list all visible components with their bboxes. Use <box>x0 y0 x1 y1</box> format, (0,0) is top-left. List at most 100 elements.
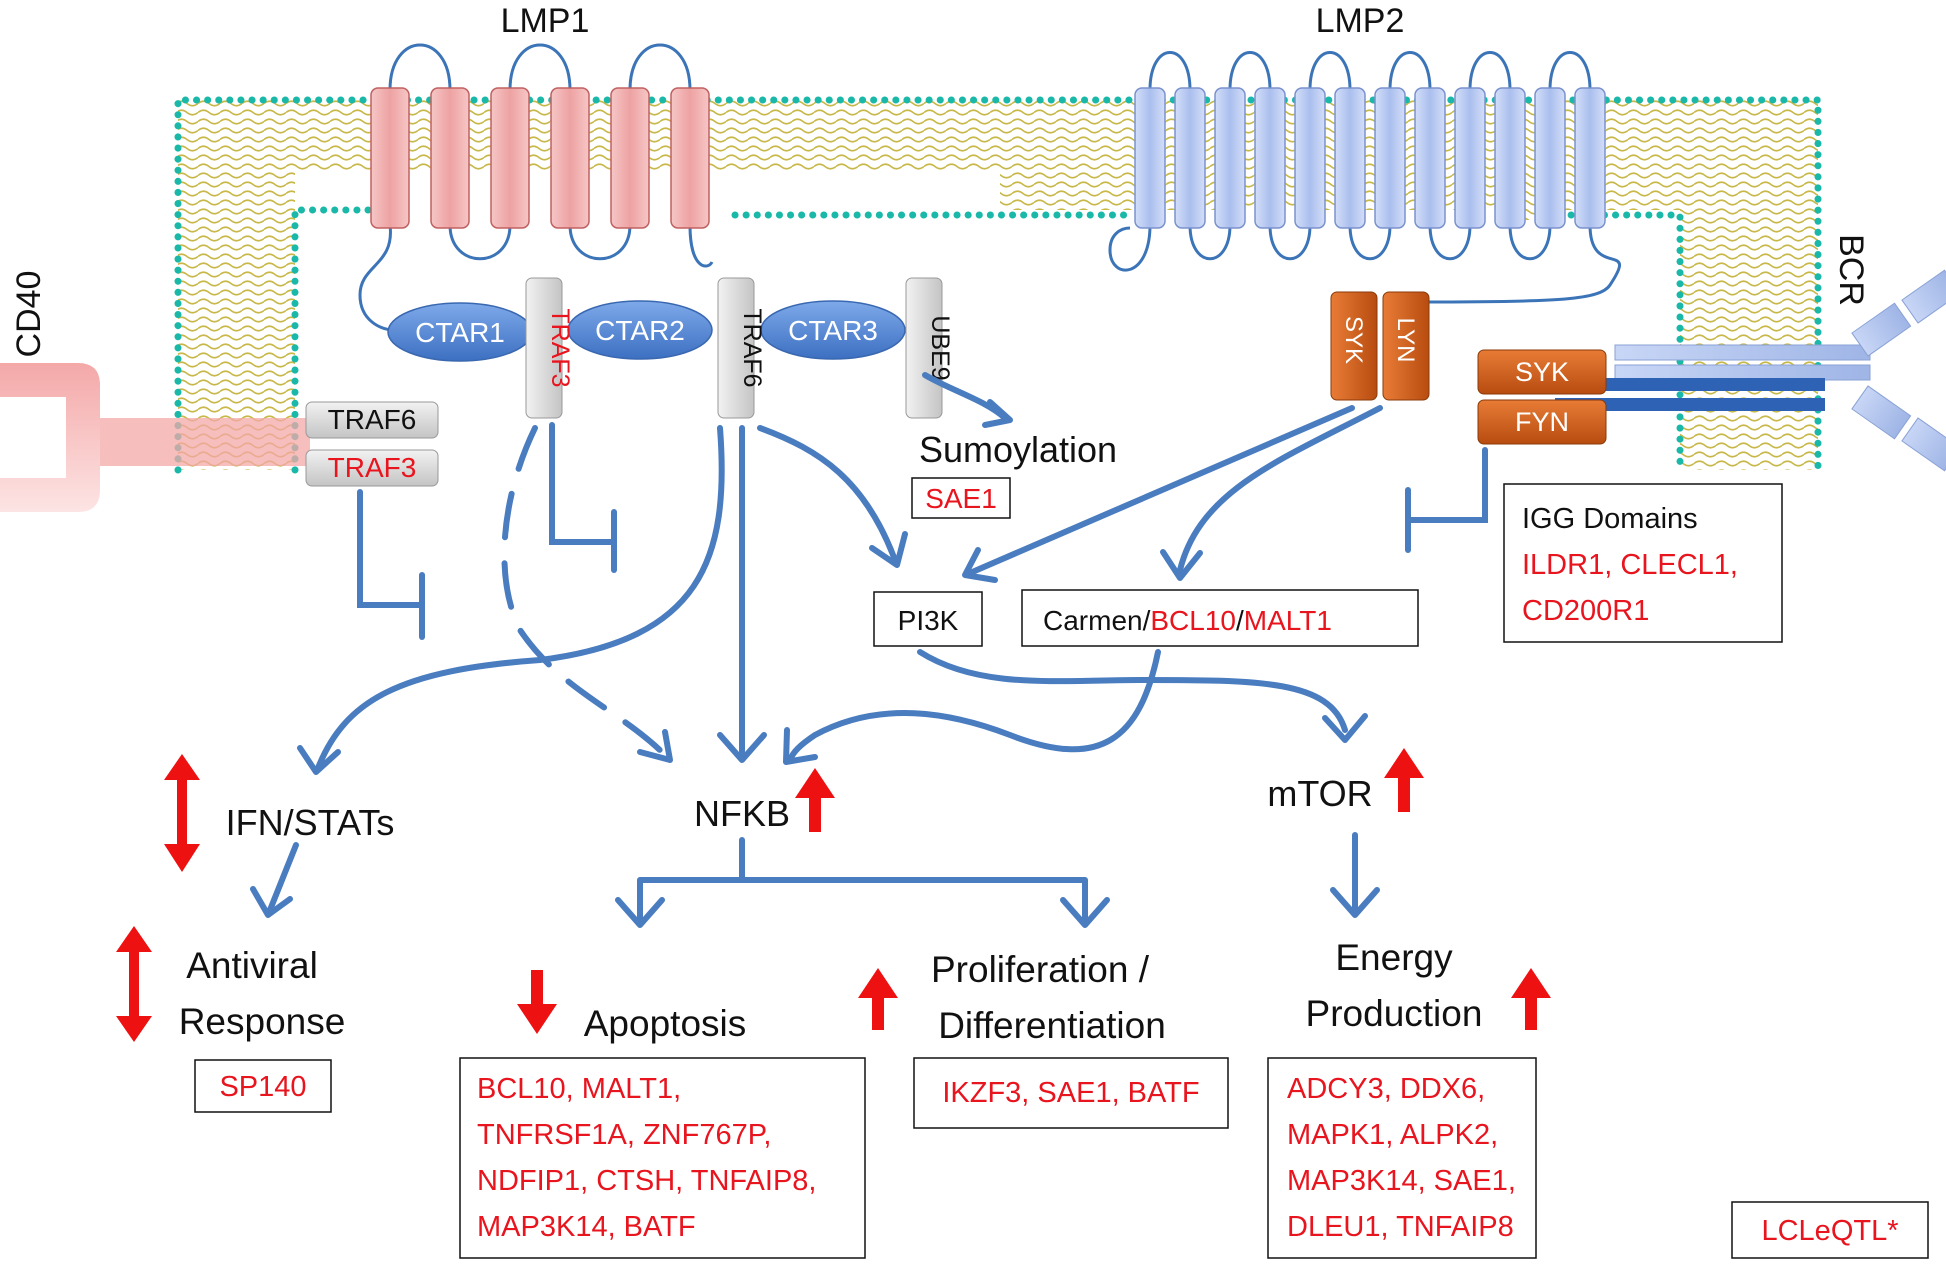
lmp2-helix <box>1334 87 1366 229</box>
energy-label-2: Production <box>1306 993 1483 1034</box>
traf3-lmp1-box: TRAF3 <box>525 277 574 419</box>
traf3-cd40-box: TRAF3 <box>305 449 439 487</box>
sae1-label: SAE1 <box>925 483 997 514</box>
regulation-arrows <box>116 748 1551 1042</box>
fyn-bcr-box: FYN <box>1477 399 1607 445</box>
syk-bcr-box: SYK <box>1477 349 1607 395</box>
carmen-box <box>1021 589 1419 647</box>
traf3-lmp1-label: TRAF3 <box>546 308 574 387</box>
nfkb-label: NFKB <box>694 793 790 834</box>
pathway-connectors <box>250 372 1488 928</box>
lmp1-protein <box>358 43 714 332</box>
energy-up-arrow <box>1511 968 1551 1030</box>
energy-label-1: Energy <box>1335 937 1453 978</box>
lmp2-helix <box>1174 87 1206 229</box>
carmen-label: Carmen/BCL10/MALT1 <box>1043 605 1332 636</box>
bcr-label: BCR <box>1832 234 1870 306</box>
sp140-label: SP140 <box>219 1071 306 1103</box>
proliferation-label-2: Differentiation <box>938 1005 1166 1046</box>
proliferation-label-1: Proliferation / <box>931 949 1150 990</box>
ctar1-label: CTAR1 <box>415 317 505 348</box>
legend-box <box>1731 1201 1929 1259</box>
igg-domains-genes-1: ILDR1, CLECL1, <box>1522 549 1738 581</box>
lmp1-helix <box>610 87 650 229</box>
lmp2-helix <box>1414 87 1446 229</box>
apoptosis-genes-box <box>459 1057 866 1259</box>
pi3k-label: PI3K <box>898 605 959 636</box>
fyn-bcr-label: FYN <box>1515 407 1569 437</box>
energy-genes-box <box>1267 1057 1537 1259</box>
sae1-box <box>911 477 1011 519</box>
ifn-stats-label: IFN/STATs <box>226 802 395 843</box>
apoptosis-down-arrow <box>517 970 557 1034</box>
energy-genes: ADCY3, DDX6, MAPK1, ALPK2, MAP3K14, SAE1, D… <box>1287 1073 1516 1243</box>
antiviral-label-1: Antiviral <box>186 945 318 986</box>
lyn-lmp2-label: LYN <box>1392 318 1419 363</box>
carmen-separator: / <box>1236 605 1244 636</box>
lmp2-helix <box>1574 87 1606 229</box>
lmp2-helix <box>1374 87 1406 229</box>
energy-gene-line: ADCY3, DDX6, <box>1287 1073 1485 1105</box>
energy-gene-line: MAP3K14, SAE1, <box>1287 1165 1516 1197</box>
lmp1-helix <box>670 87 710 229</box>
antiviral-updown-arrow <box>116 926 152 1042</box>
igg-domains-genes-2: CD200R1 <box>1522 595 1649 627</box>
ctar2-domain: CTAR2 <box>567 300 713 360</box>
lyn-lmp2-box: LYN <box>1382 291 1430 401</box>
lmp2-helix <box>1254 87 1286 229</box>
syk-lmp2-box: SYK <box>1330 291 1378 401</box>
cd40-label: CD40 <box>10 271 48 358</box>
nfkb-up-arrow <box>795 768 835 832</box>
igg-domains-box <box>1503 483 1783 643</box>
lmp1-label: LMP1 <box>501 2 590 40</box>
lmp1-helix <box>370 87 410 229</box>
ube9-box: UBE9 <box>905 277 954 419</box>
apoptosis-gene-line: TNFRSF1A, ZNF767P, <box>477 1119 771 1151</box>
sumoylation-label: Sumoylation <box>919 429 1117 470</box>
energy-gene-line: DLEU1, TNFAIP8 <box>1287 1211 1514 1243</box>
apoptosis-gene-line: NDFIP1, CTSH, TNFAIP8, <box>477 1165 816 1197</box>
sp140-box <box>194 1059 332 1113</box>
ifn-updown-arrow <box>164 754 200 872</box>
legend-label: LCLeQTL* <box>1761 1215 1898 1247</box>
carmen-text: Carmen/ <box>1043 605 1151 636</box>
lmp1-helix <box>430 87 470 229</box>
lmp2-helix <box>1534 87 1566 229</box>
lmp2-helix <box>1134 87 1166 229</box>
antiviral-label-2: Response <box>179 1001 346 1042</box>
bcr-receptor <box>1555 269 1946 472</box>
ctar3-label: CTAR3 <box>788 315 878 346</box>
energy-gene-line: MAPK1, ALPK2, <box>1287 1119 1498 1151</box>
mtor-up-arrow <box>1384 748 1424 812</box>
lmp2-protein <box>1108 51 1622 304</box>
lmp1-helix <box>550 87 590 229</box>
apoptosis-gene-line: MAP3K14, BATF <box>477 1211 696 1243</box>
lmp2-helix <box>1454 87 1486 229</box>
proliferation-genes: IKZF3, SAE1, BATF <box>942 1077 1199 1109</box>
traf6-lmp1-label: TRAF6 <box>738 308 766 387</box>
pi3k-box <box>873 591 983 647</box>
lmp2-label: LMP2 <box>1316 2 1405 40</box>
syk-bcr-label: SYK <box>1515 357 1569 387</box>
traf6-cd40-box: TRAF6 <box>305 401 439 439</box>
carmen-malt1: MALT1 <box>1244 605 1332 636</box>
traf6-cd40-label: TRAF6 <box>328 404 417 435</box>
lmp1-helix <box>490 87 530 229</box>
ctar3-domain: CTAR3 <box>760 300 906 360</box>
ctar1-domain: CTAR1 <box>387 302 533 362</box>
ube9-label: UBE9 <box>926 315 954 380</box>
lmp2-helix <box>1214 87 1246 229</box>
apoptosis-genes: BCL10, MALT1, TNFRSF1A, ZNF767P, NDFIP1, C… <box>477 1073 816 1243</box>
lmp2-helix <box>1294 87 1326 229</box>
syk-lmp2-label: SYK <box>1340 316 1367 364</box>
prolif-up-arrow <box>858 968 898 1030</box>
traf3-cd40-label: TRAF3 <box>328 452 417 483</box>
traf6-lmp1-box: TRAF6 <box>717 277 766 419</box>
carmen-bcl10: BCL10 <box>1150 605 1236 636</box>
mtor-label: mTOR <box>1267 773 1372 814</box>
apoptosis-label: Apoptosis <box>584 1003 747 1044</box>
apoptosis-gene-line: BCL10, MALT1, <box>477 1073 681 1105</box>
lmp2-helix <box>1494 87 1526 229</box>
ctar2-label: CTAR2 <box>595 315 685 346</box>
